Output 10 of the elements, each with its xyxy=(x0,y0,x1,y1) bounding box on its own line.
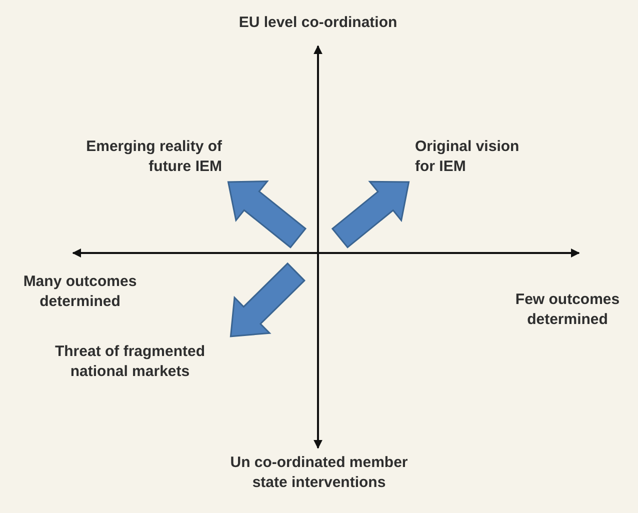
axis-label: Few outcomes determined xyxy=(514,290,621,330)
axis-label: EU level co-ordination xyxy=(238,13,398,33)
block-arrow xyxy=(230,262,306,338)
quadrant-label: Emerging reality of future IEM xyxy=(85,137,222,177)
axis-label: Un co-ordinated member state interventions xyxy=(229,453,409,493)
quadrant-label: Threat of fragmented national markets xyxy=(35,342,225,382)
quadrant-label: Original vision for IEM xyxy=(415,137,540,177)
block-arrow xyxy=(227,180,307,248)
block-arrow xyxy=(331,180,410,248)
axis-label: Many outcomes determined xyxy=(22,272,138,312)
